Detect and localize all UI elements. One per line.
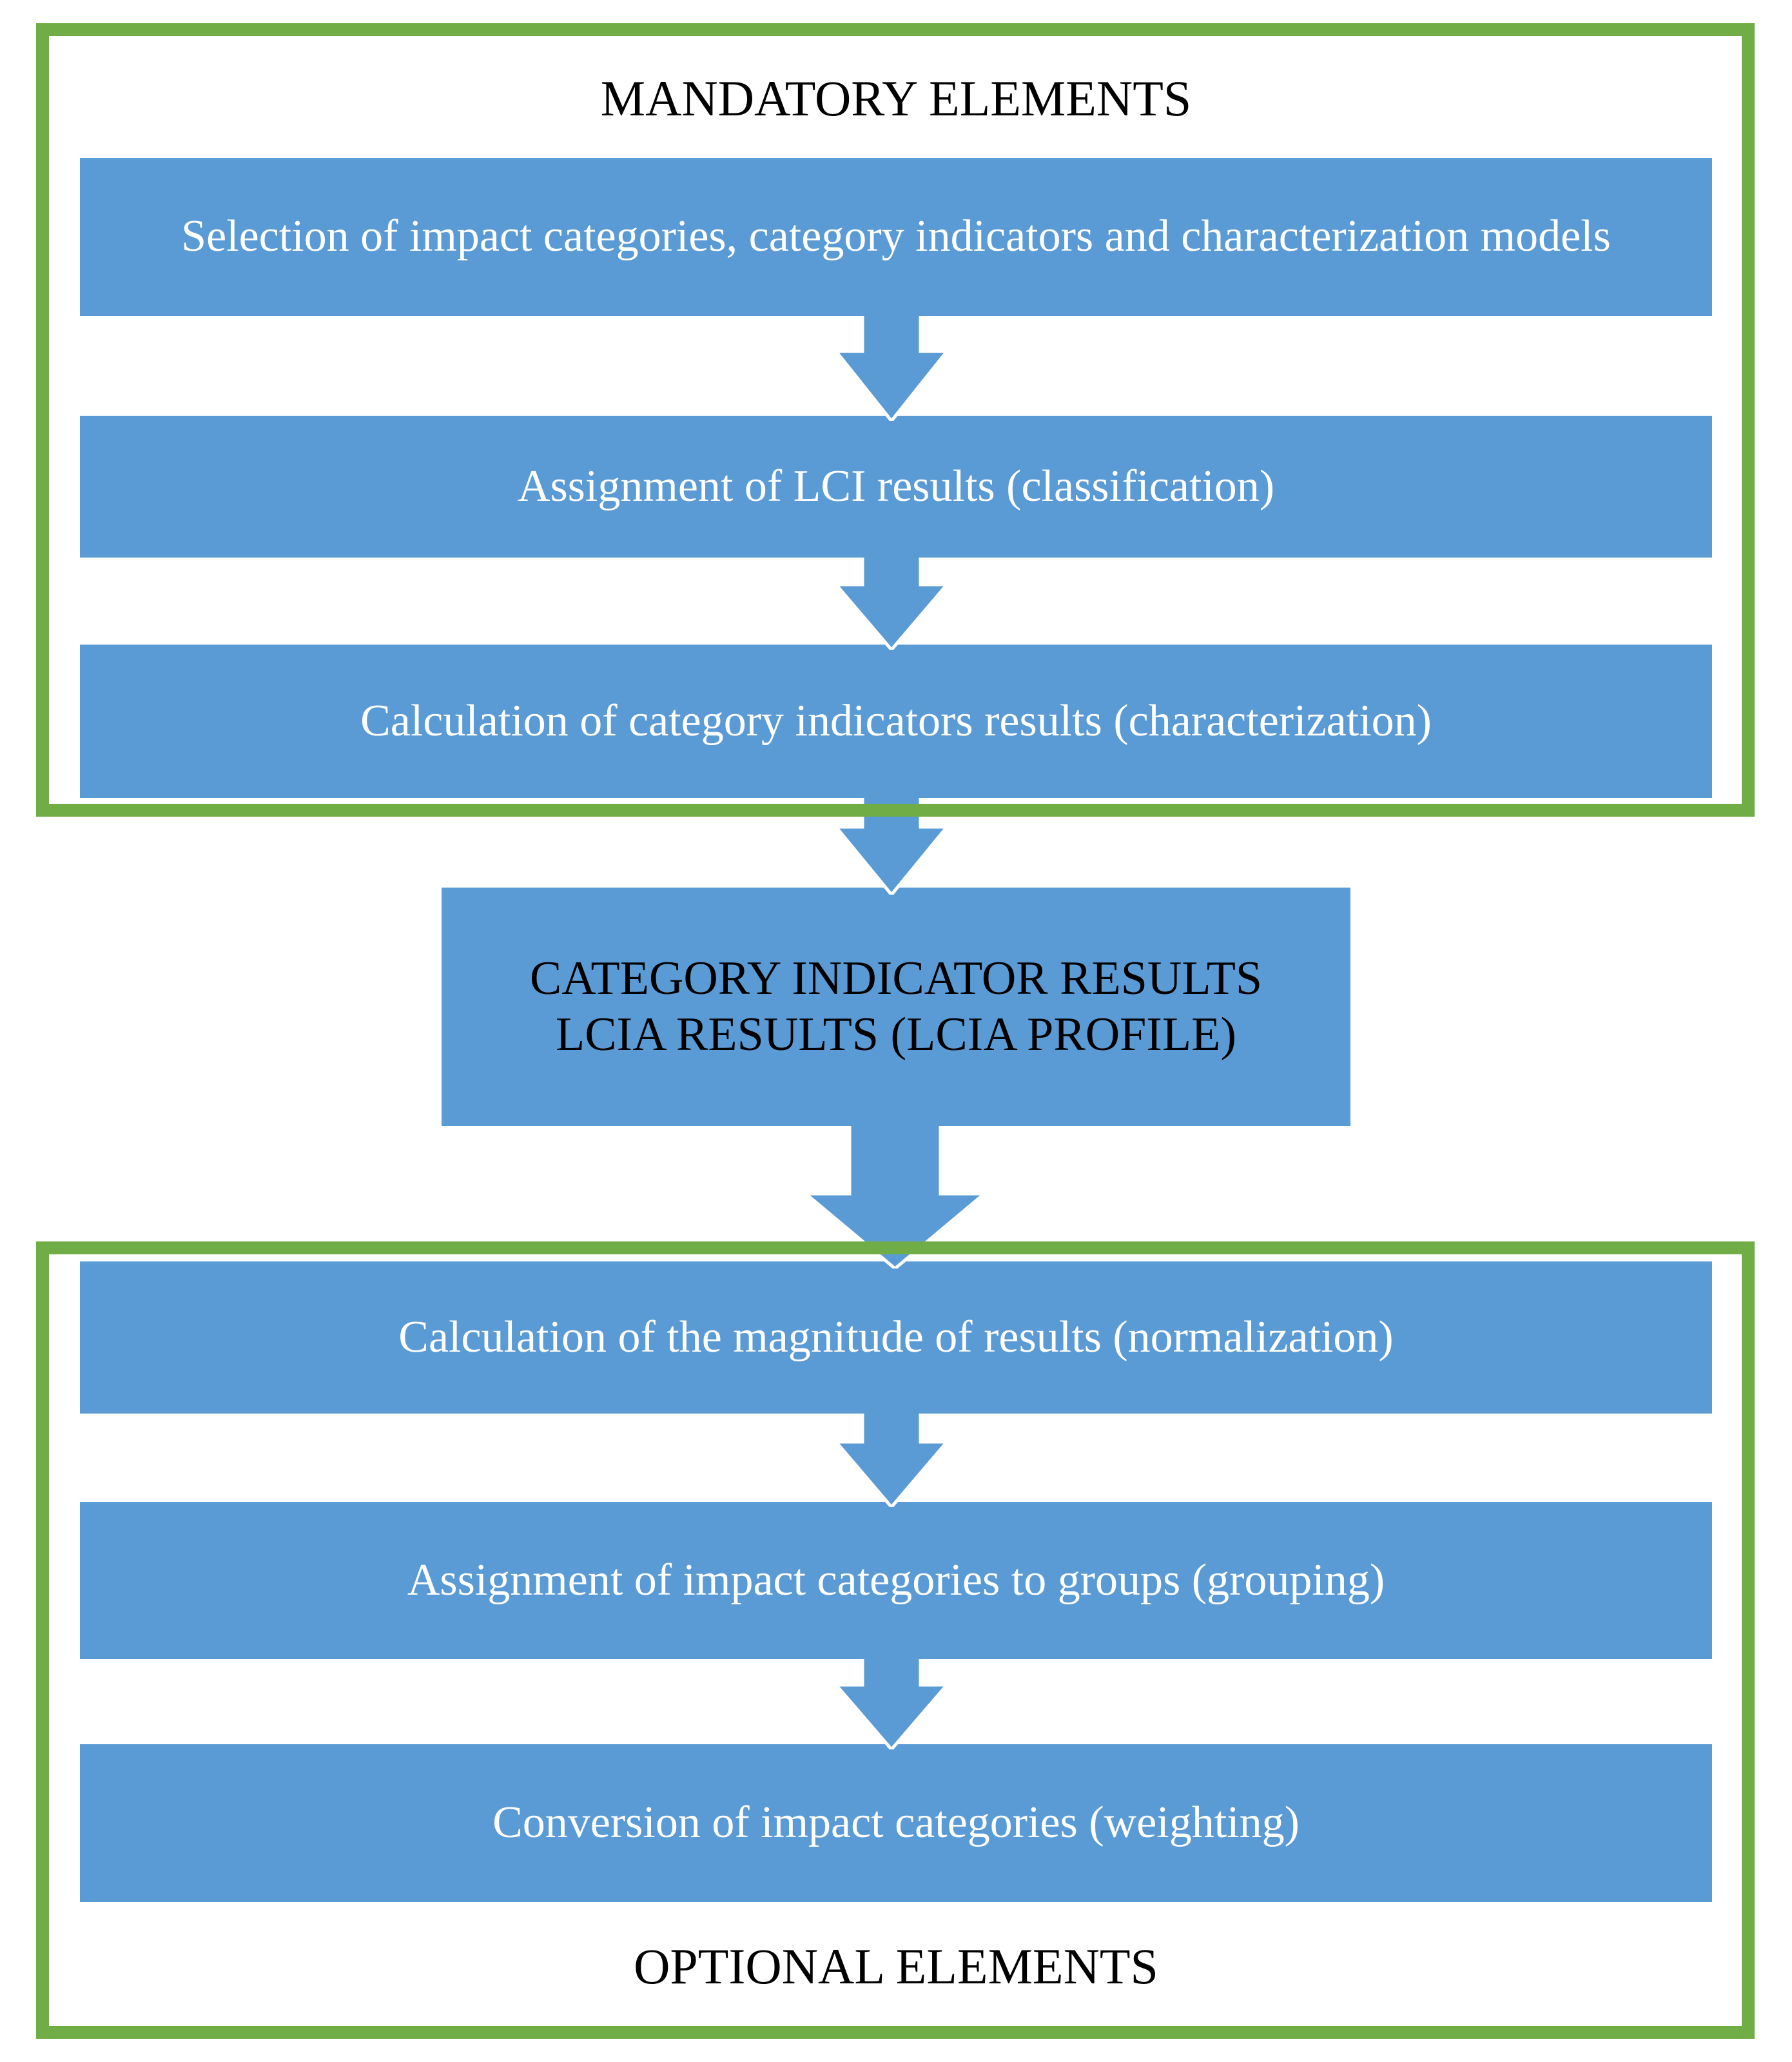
down-arrow-icon xyxy=(836,1659,947,1749)
step-box-normalization: Calculation of the magnitude of results … xyxy=(80,1261,1712,1414)
category-indicator-results-box: CATEGORY INDICATOR RESULTS LCIA RESULTS … xyxy=(442,888,1350,1126)
step-label: Assignment of impact categories to group… xyxy=(407,1555,1385,1605)
results-line-2: LCIA RESULTS (LCIA PROFILE) xyxy=(556,1008,1236,1061)
down-arrow-icon xyxy=(836,316,947,421)
step-label: Calculation of the magnitude of results … xyxy=(398,1312,1394,1362)
step-box-weighting: Conversion of impact categories (weighti… xyxy=(80,1744,1712,1902)
optional-elements-title: OPTIONAL ELEMENTS xyxy=(634,1938,1158,1994)
results-line-1: CATEGORY INDICATOR RESULTS xyxy=(529,951,1263,1005)
down-arrow-icon xyxy=(836,798,947,895)
down-arrow-icon xyxy=(806,1126,984,1269)
down-arrow-icon xyxy=(836,1414,947,1507)
step-label: Selection of impact categories, category… xyxy=(181,211,1611,262)
step-label: Assignment of LCI results (classificatio… xyxy=(517,461,1275,511)
step-box-classification: Assignment of LCI results (classificatio… xyxy=(80,416,1712,558)
step-label: Calculation of category indicators resul… xyxy=(360,695,1432,746)
down-arrow-icon xyxy=(836,558,947,650)
step-label: Conversion of impact categories (weighti… xyxy=(492,1798,1300,1848)
step-box-characterization: Calculation of category indicators resul… xyxy=(80,645,1712,798)
step-box-grouping: Assignment of impact categories to group… xyxy=(80,1502,1712,1659)
mandatory-elements-title: MANDATORY ELEMENTS xyxy=(600,70,1192,126)
step-box-selection: Selection of impact categories, category… xyxy=(80,158,1712,316)
